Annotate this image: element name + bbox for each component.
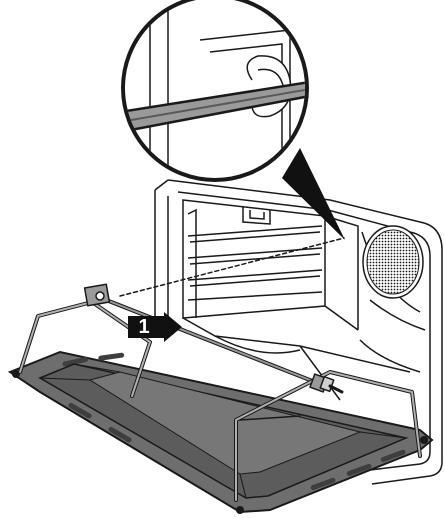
- step-number-label: 1: [138, 316, 150, 338]
- baking-tray: [7, 350, 434, 514]
- step-arrow: [128, 312, 182, 342]
- rotisserie-spit: [18, 237, 422, 502]
- oven-fan-grille: [362, 225, 424, 299]
- magnifier-callout: [121, 0, 345, 240]
